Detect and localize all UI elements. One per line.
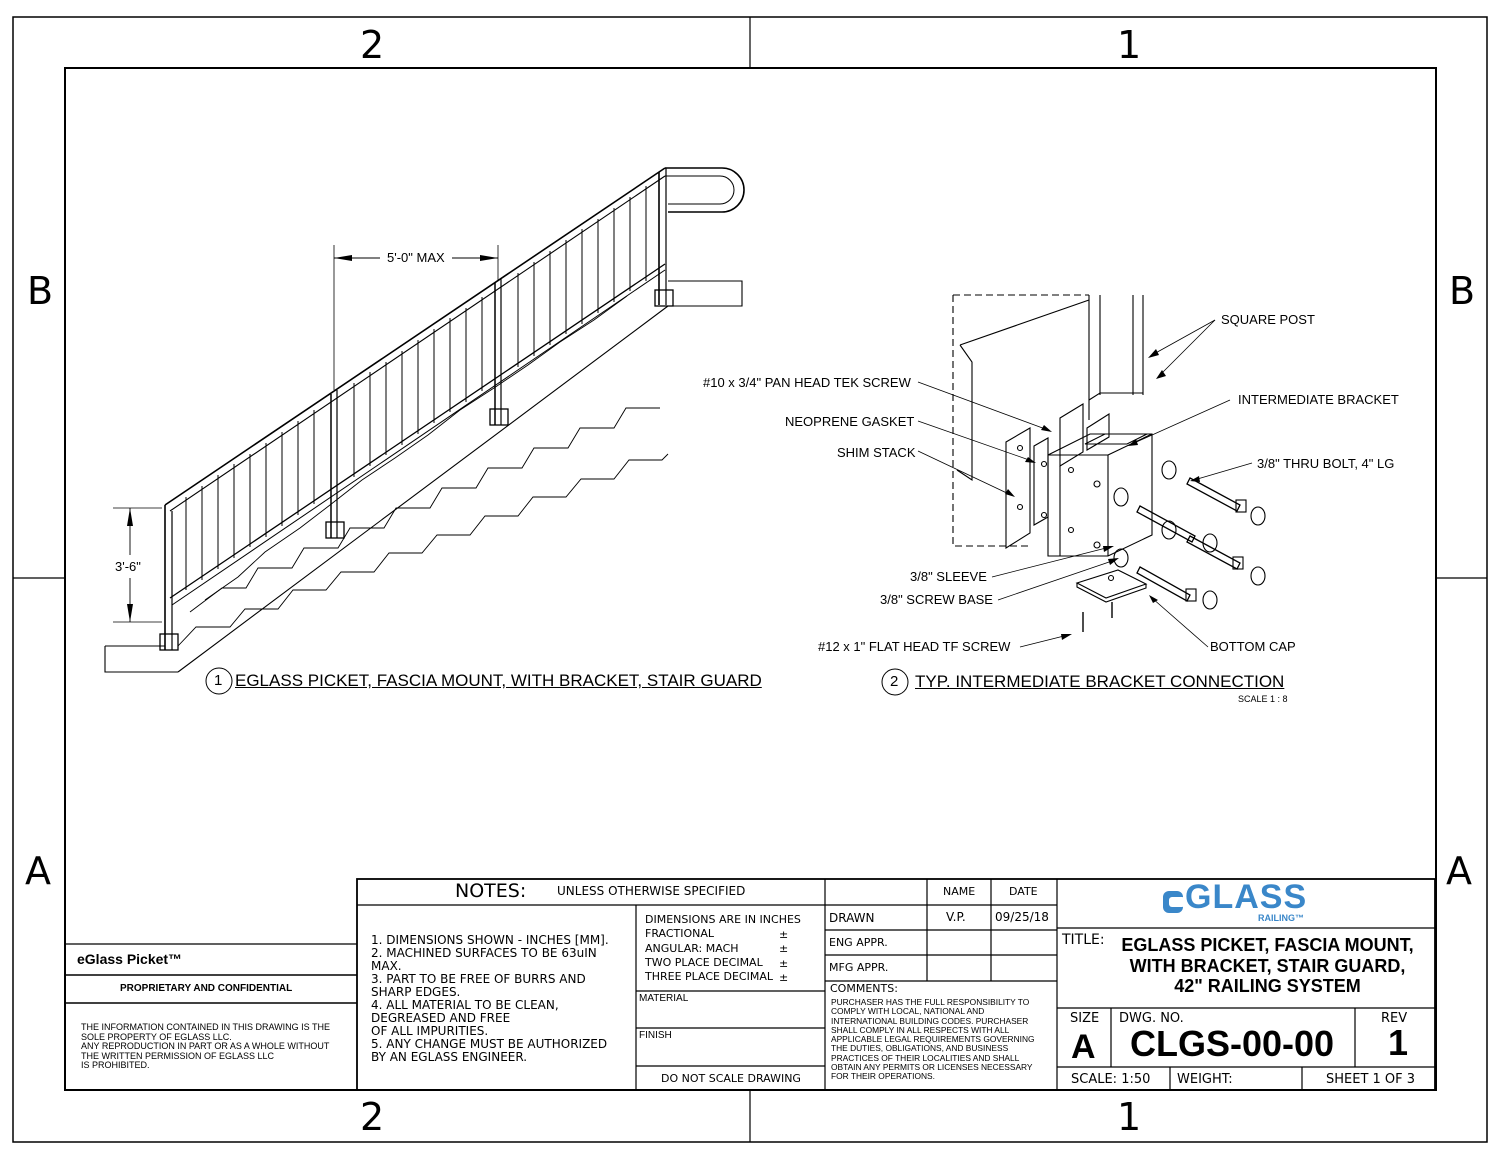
logo-text: GLASS bbox=[1185, 878, 1308, 916]
zone-2-bottom: 2 bbox=[360, 1095, 385, 1139]
bracket-detail bbox=[917, 294, 1266, 648]
callout-intermediate-bracket: INTERMEDIATE BRACKET bbox=[1238, 392, 1399, 407]
dimension-arrows bbox=[127, 255, 498, 622]
do-not-scale: DO NOT SCALE DRAWING bbox=[661, 1072, 801, 1085]
eng-appr-label: ENG APPR. bbox=[829, 936, 888, 949]
drawn-date: 09/25/18 bbox=[995, 910, 1049, 924]
zone-a-right: A bbox=[1446, 849, 1472, 893]
comments-label: COMMENTS: bbox=[830, 982, 898, 995]
size-label: SIZE bbox=[1070, 1011, 1100, 1026]
dwg-no-label: DWG. NO. bbox=[1119, 1011, 1184, 1026]
zone-a-left: A bbox=[25, 849, 51, 893]
zone-1-top: 1 bbox=[1117, 23, 1142, 67]
tolerance-plusminus: ± ± ± ± bbox=[779, 928, 789, 984]
view-2-number: 2 bbox=[890, 673, 899, 690]
callout-flat-head-screw: #12 x 1" FLAT HEAD TF SCREW bbox=[818, 639, 1011, 654]
proprietary-text: THE INFORMATION CONTAINED IN THIS DRAWIN… bbox=[81, 1022, 331, 1070]
dim-3ft-6in: 3'-6" bbox=[115, 559, 141, 574]
product-name: eGlass Picket™ bbox=[77, 951, 183, 967]
notes-heading: NOTES: bbox=[455, 880, 527, 902]
callout-shim-stack: SHIM STACK bbox=[837, 445, 916, 460]
callout-tek-screw: #10 x 3/4" PAN HEAD TEK SCREW bbox=[703, 375, 911, 390]
leader-arrows bbox=[1005, 349, 1263, 640]
rev-value: 1 bbox=[1388, 1022, 1409, 1063]
material-label: MATERIAL bbox=[639, 993, 689, 1004]
callout-screw-base: 3/8" SCREW BASE bbox=[880, 592, 993, 607]
view-1-balloon bbox=[205, 667, 233, 695]
notes-list: 1. DIMENSIONS SHOWN - INCHES [MM]. 2. MA… bbox=[371, 933, 609, 1064]
logo-subtext: RAILING™ bbox=[1258, 913, 1304, 923]
title-block-lines bbox=[65, 878, 1436, 1091]
drawing-title: EGLASS PICKET, FASCIA MOUNT, WITH BRACKE… bbox=[1121, 935, 1414, 996]
drawn-name: V.P. bbox=[946, 910, 966, 924]
zone-2-top: 2 bbox=[360, 23, 385, 67]
view-1-title: EGLASS PICKET, FASCIA MOUNT, WITH BRACKE… bbox=[235, 671, 762, 690]
dwg-number: CLGS-00-00 bbox=[1130, 1023, 1335, 1064]
name-header: NAME bbox=[943, 885, 976, 898]
logo-mark bbox=[1163, 891, 1185, 913]
zone-b-right: B bbox=[1449, 269, 1476, 313]
callout-neoprene-gasket: NEOPRENE GASKET bbox=[785, 414, 915, 429]
finish-label: FINISH bbox=[639, 1030, 672, 1041]
date-header: DATE bbox=[1009, 885, 1038, 898]
view-2-balloon bbox=[881, 668, 909, 696]
size-value: A bbox=[1071, 1028, 1096, 1066]
zone-1-bottom: 1 bbox=[1117, 1095, 1142, 1139]
view-2-title: TYP. INTERMEDIATE BRACKET CONNECTION bbox=[915, 672, 1285, 691]
weight-label: WEIGHT: bbox=[1177, 1072, 1233, 1087]
view-1-number: 1 bbox=[214, 672, 223, 689]
callout-sleeve: 3/8" SLEEVE bbox=[910, 569, 987, 584]
sheet-number: SHEET 1 OF 3 bbox=[1326, 1072, 1416, 1087]
zone-b-left: B bbox=[27, 269, 54, 313]
stair-guard-elevation bbox=[104, 167, 745, 673]
tolerance-list: DIMENSIONS ARE IN INCHES FRACTIONAL ANGU… bbox=[645, 913, 801, 984]
comments-text: PURCHASER HAS THE FULL RESPONSIBILITY TO… bbox=[831, 997, 1035, 1082]
mfg-appr-label: MFG APPR. bbox=[829, 961, 889, 974]
scale-value: SCALE: 1:50 bbox=[1071, 1072, 1151, 1087]
title-label: TITLE: bbox=[1062, 932, 1105, 948]
callout-square-post: SQUARE POST bbox=[1221, 312, 1315, 327]
callout-thru-bolt: 3/8" THRU BOLT, 4" LG bbox=[1257, 456, 1395, 471]
drawn-label: DRAWN bbox=[829, 911, 875, 925]
view-2-scale: SCALE 1 : 8 bbox=[1238, 694, 1288, 704]
notes-subheading: UNLESS OTHERWISE SPECIFIED bbox=[557, 884, 746, 898]
dim-5ft-max: 5'-0" MAX bbox=[387, 250, 445, 265]
rev-label: REV bbox=[1381, 1011, 1408, 1026]
proprietary-label: PROPRIETARY AND CONFIDENTIAL bbox=[120, 983, 293, 994]
callout-bottom-cap: BOTTOM CAP bbox=[1210, 639, 1296, 654]
